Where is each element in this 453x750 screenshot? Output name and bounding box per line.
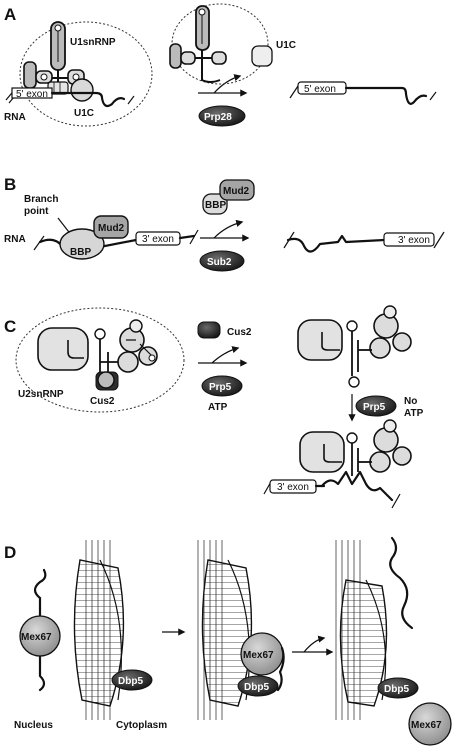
prp5-factor-2 [355,395,397,417]
rna-c [320,470,394,502]
release-arrow-b [213,219,244,239]
u1-snrna-structure [23,21,85,95]
prp5-label-2: Prp5 [363,402,386,413]
mud2-protein [93,215,129,239]
release-arrow-d [303,635,326,653]
panel-a: A U1snRNP U1C 5' exon RNA [4,3,437,127]
nuclear-pore-1 [73,540,125,720]
branch-point-label-1: Branch [24,194,58,205]
exon-5prime-label: 5' exon [16,89,48,100]
mex67-3 [408,702,452,746]
u2-snrna-structure [94,319,158,378]
panel-a-letter: A [4,5,16,24]
u1snrnp-boundary [19,21,153,127]
dbp5-2 [237,675,279,697]
rna-label-b: RNA [4,234,26,245]
u2snrnp-boundary [15,307,185,413]
prp5-factor [201,375,243,397]
exon-3prime-label-after: 3' exon [398,235,430,246]
nuclear-pore-3 [335,540,388,720]
mud2-released [219,179,255,201]
u1-snrna-released [169,5,227,83]
cus2-released-label: Cus2 [227,327,252,338]
mud2-label: Mud2 [98,223,125,234]
mrna-3-released [389,536,414,630]
panel-d: D Mex67 Dbp5 Mex67 Dbp5 [4,536,452,746]
prp5-label: Prp5 [209,382,232,393]
panel-b: B Branch point RNA BBP Mud2 3' exon BBP … [4,175,445,272]
cytoplasm-label: Cytoplasm [116,720,167,731]
nucleus-label: Nucleus [14,720,53,731]
bbp-label: BBP [70,247,91,258]
bbp-released [202,193,228,215]
mex67-label-3: Mex67 [411,720,442,731]
branch-point-label-2: point [24,206,49,217]
bbp-released-label: BBP [205,200,226,211]
dbp5-label-3: Dbp5 [384,684,409,695]
no-atp-label-1: No [404,396,417,407]
u1c-released [251,45,273,67]
nuclear-pore-2 [197,540,253,720]
u1c-protein [70,78,94,102]
u2-large-protein [37,327,89,371]
panel-b-letter: B [4,175,16,194]
u1c-released-label: U1C [276,40,296,51]
rna-intron [50,91,126,108]
prp28-factor [198,105,246,127]
u2-complex-after [297,305,412,388]
dbp5-label-1: Dbp5 [118,676,143,687]
u2snrnp-label: U2snRNP [18,389,64,400]
mex67-label-2: Mex67 [243,650,274,661]
u1snrnp-released-boundary [171,3,269,85]
release-arrow-c [211,346,240,364]
mud2-released-label: Mud2 [223,186,250,197]
release-arrow [213,74,242,94]
no-atp-label-2: ATP [404,408,424,419]
rna-b-after [286,234,386,253]
rna-after [344,86,428,105]
sub2-factor [199,250,245,272]
atp-label: ATP [208,402,228,413]
sub2-label: Sub2 [207,257,232,268]
u1c-label: U1C [74,108,94,119]
panel-d-letter: D [4,543,16,562]
cus2-released [197,321,221,339]
panel-c-letter: C [4,317,16,336]
exon-5prime-label-after: 5' exon [304,84,336,95]
dbp5-label-2: Dbp5 [244,682,269,693]
bbp-protein [59,228,105,260]
mrna-2 [276,646,285,692]
dbp5-3 [377,677,419,699]
rna-label: RNA [4,112,26,123]
exon-3prime-box-after [383,232,435,247]
u1snrnp-label: U1snRNP [70,37,116,48]
mex67-label-1: Mex67 [21,632,52,643]
prp28-label: Prp28 [204,112,232,123]
exon-3prime-label-c: 3' exon [277,482,309,493]
cus2-label: Cus2 [90,396,115,407]
exon-3prime-label: 3' exon [142,234,174,245]
dbp5-1 [111,669,153,691]
panel-c: C Cus2 U2snRNP Cus2 Prp5 ATP [4,305,424,509]
u2-complex-bound [299,419,412,476]
mex67-1 [19,615,61,657]
